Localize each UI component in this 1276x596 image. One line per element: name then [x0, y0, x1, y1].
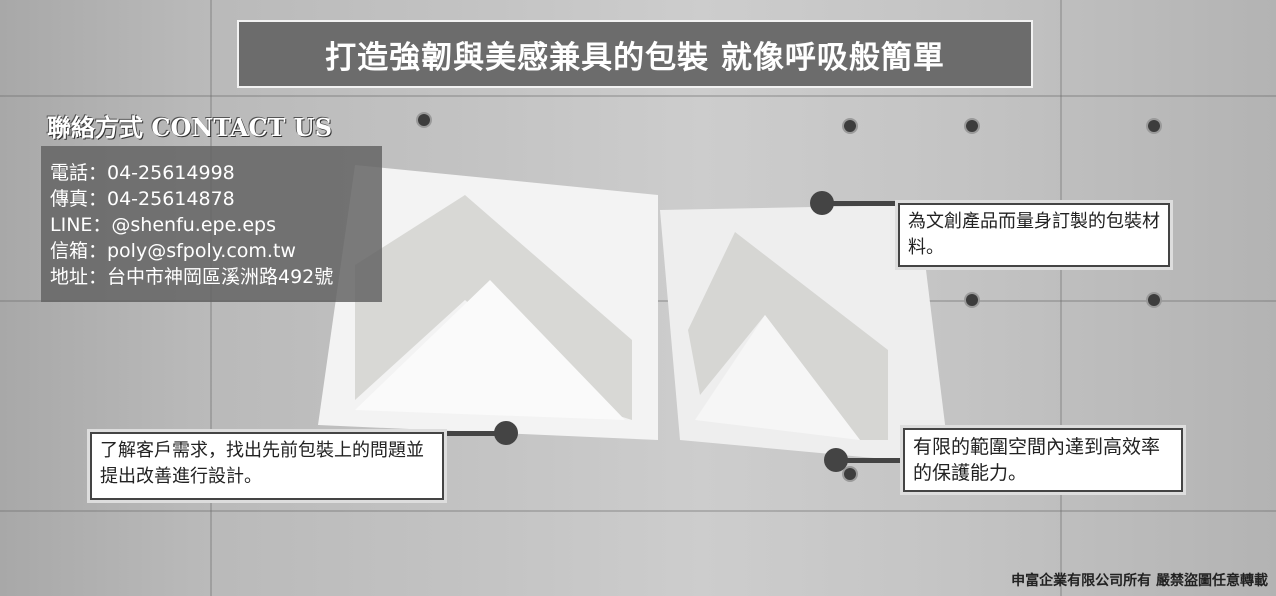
banner-title: 打造強韌與美感兼具的包裝 就像呼吸般簡單	[237, 20, 1033, 88]
callout-line	[440, 431, 500, 436]
tie-hole	[966, 120, 978, 132]
contact-phone: 電話：04-25614998	[50, 162, 235, 184]
callout-line	[836, 458, 906, 463]
contact-line: LINE：@shenfu.epe.eps	[50, 214, 276, 236]
callout-line	[822, 201, 900, 206]
contact-panel: 電話：04-25614998 傳真：04-25614878 LINE：@shen…	[41, 146, 382, 302]
tie-hole	[966, 294, 978, 306]
tie-hole	[844, 120, 856, 132]
tie-hole	[844, 468, 856, 480]
callout-protection: 有限的範圍空間內達到高效率的保護能力。	[900, 425, 1186, 495]
callout-custom-packaging: 為文創產品而量身訂製的包裝材料。	[895, 200, 1173, 270]
copyright-notice: 申富企業有限公司所有 嚴禁盜圖任意轉載	[1011, 573, 1268, 589]
tie-hole	[1148, 294, 1160, 306]
contact-email: 信箱：poly@sfpoly.com.tw	[50, 240, 296, 262]
wall-seam	[0, 510, 1276, 512]
contact-address: 地址：台中市神岡區溪洲路492號	[50, 266, 334, 288]
callout-needs-analysis: 了解客戶需求，找出先前包裝上的問題並提出改善進行設計。	[87, 429, 447, 503]
wall-seam	[0, 95, 1276, 97]
tie-hole	[1148, 120, 1160, 132]
wall-seam	[1060, 0, 1062, 596]
tie-hole	[418, 114, 430, 126]
contact-heading: 聯絡方式 CONTACT US	[47, 113, 333, 142]
contact-fax: 傳真：04-25614878	[50, 188, 235, 210]
